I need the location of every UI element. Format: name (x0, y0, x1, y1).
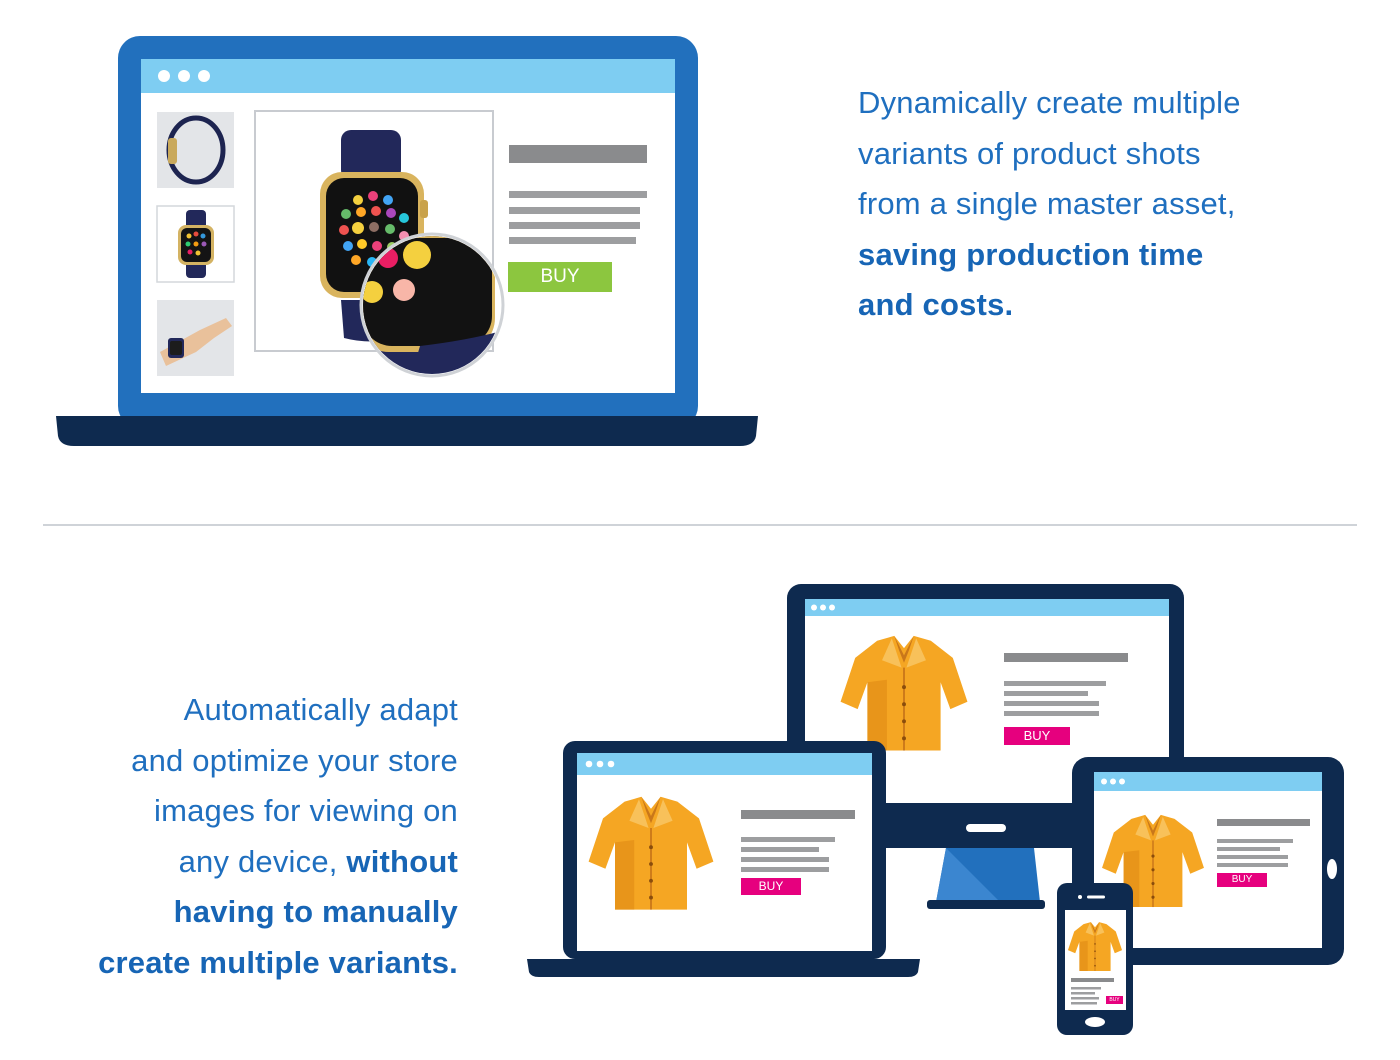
thumbnail-watch-front (156, 205, 235, 283)
browser-bar (141, 59, 675, 93)
bottom-description: Automatically adapt and optimize your st… (98, 685, 458, 988)
bottom-text-line-4-bold: without (346, 843, 458, 879)
top-text-bold-1: saving production time (858, 236, 1204, 272)
small-laptop-device (527, 741, 920, 977)
buy-button-laptop (741, 878, 801, 895)
window-dots-icon (158, 70, 210, 82)
top-text-line-2: variants of product shots (858, 135, 1201, 171)
buy-button-monitor (1004, 727, 1070, 745)
section-divider (43, 524, 1357, 526)
bottom-text-line-2: and optimize your store (131, 742, 458, 778)
buy-button-laptop-label[interactable]: BUY (758, 879, 784, 893)
magnifier-zoom (359, 232, 505, 378)
top-text-bold-2: and costs. (858, 287, 1014, 322)
laptop-illustration (56, 36, 758, 446)
bottom-text-line-4: any device, (178, 843, 347, 879)
buy-button-monitor-label[interactable]: BUY (1023, 728, 1051, 743)
buy-button-watch (508, 262, 612, 292)
tablet-device (1072, 757, 1344, 965)
top-description: Dynamically create multiple variants of … (858, 78, 1241, 331)
thumbnail-watch-side (157, 112, 234, 188)
top-text-line-1: Dynamically create multiple (858, 85, 1241, 120)
bottom-text-line-1: Automatically adapt (183, 692, 458, 727)
thumbnail-watch-wrist (157, 300, 234, 376)
buy-button-phone (1106, 996, 1123, 1004)
bottom-text-bold-2: create multiple variants. (98, 944, 458, 980)
phone-device (1057, 883, 1133, 1035)
buy-button-phone-label[interactable]: BUY (1109, 997, 1120, 1003)
bottom-text-bold-1: having to manually (173, 894, 458, 929)
bottom-text-line-3: images for viewing on (153, 793, 458, 828)
buy-button-watch-label[interactable]: BUY (540, 266, 580, 287)
devices-illustration (527, 584, 1344, 1035)
top-text-line-3: from a single master asset, (858, 186, 1236, 221)
buy-button-tablet-label[interactable]: BUY (1231, 874, 1253, 885)
buy-button-tablet (1217, 873, 1267, 887)
